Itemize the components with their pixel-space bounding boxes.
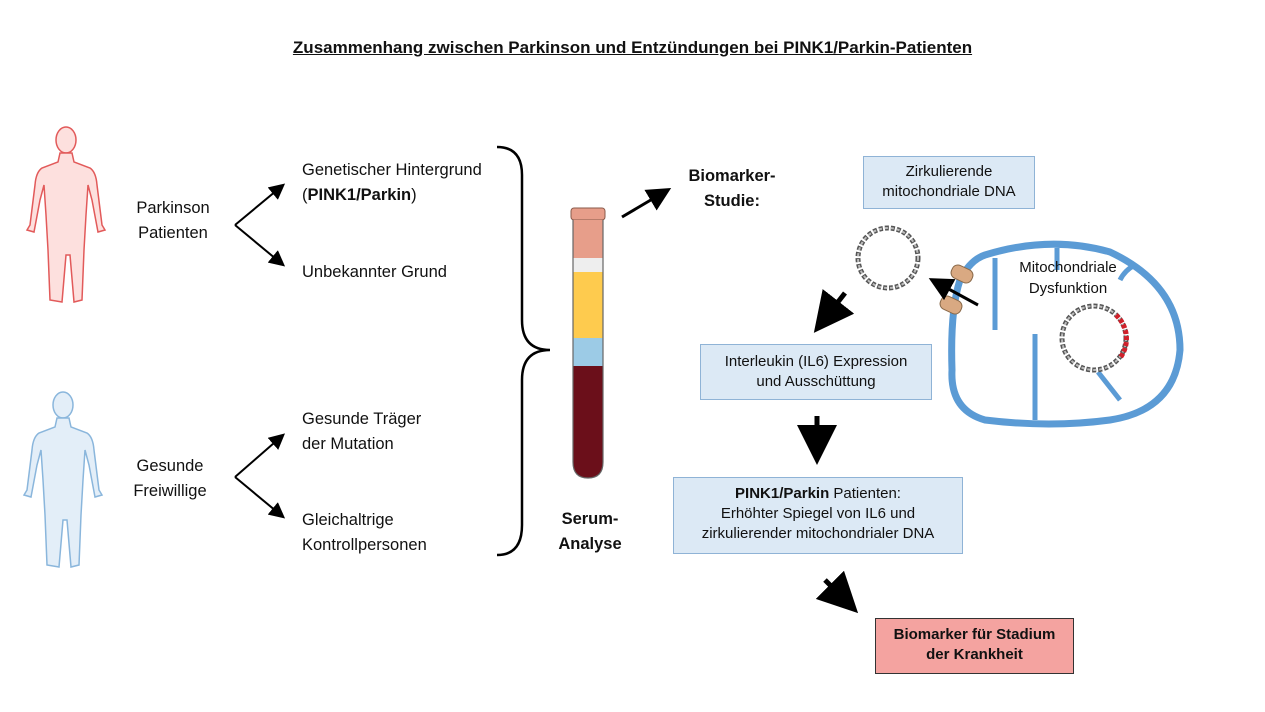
volunteers-label-line2: Freiwillige	[133, 482, 207, 500]
biomarker-study-label: Biomarker- Studie:	[672, 164, 792, 214]
genetic-paren-open: (	[302, 186, 308, 204]
diagram-title: Zusammenhang zwischen Parkinson und Entz…	[292, 38, 973, 57]
carriers-line2: der Mutation	[302, 435, 394, 453]
result-rest: Patienten:	[829, 485, 901, 502]
circulating-mtdna-box: Zirkulierende mitochondriale DNA	[863, 156, 1035, 209]
genetic-line1: Genetischer Hintergrund	[302, 161, 482, 179]
il6-box: Interleukin (IL6) Expression und Ausschü…	[700, 344, 932, 400]
arrow-to-carriers	[234, 433, 286, 478]
blood-tube-icon	[570, 207, 606, 479]
controls-label: Gleichaltrige Kontrollpersonen	[302, 508, 427, 558]
biomarker-line2: Studie:	[704, 192, 760, 210]
patient-figure-icon	[25, 126, 107, 303]
serum-line1: Serum-	[561, 510, 619, 528]
genetic-bold: PINK1/Parkin	[307, 186, 412, 204]
il6-line1: Interleukin (IL6) Expression	[724, 353, 908, 370]
controls-line1: Gleichaltrige	[302, 511, 394, 529]
mito-line2: Dysfunktion	[1028, 280, 1108, 297]
arrow-to-unknown	[234, 224, 286, 267]
mito-dysfunction-label: Mitochondriale Dysfunktion	[1002, 257, 1134, 299]
volunteers-label: Gesunde Freiwillige	[115, 454, 225, 504]
mitochondrial-dna-icon	[1059, 303, 1129, 373]
arrow-to-il6	[813, 289, 855, 333]
arrow-to-biomarker	[621, 187, 672, 219]
controls-line2: Kontrollpersonen	[302, 536, 427, 554]
branch-arrows	[234, 183, 286, 519]
arrow-to-controls	[234, 476, 286, 519]
genetic-paren-close: )	[411, 186, 417, 204]
volunteers-label-line1: Gesunde	[136, 457, 204, 475]
arrow-to-genetic	[234, 183, 286, 226]
patients-label: Parkinson Patienten	[118, 196, 228, 246]
serum-analysis-label: Serum- Analyse	[545, 507, 635, 557]
result-line3: zirkulierender mitochondrialer DNA	[701, 525, 935, 542]
il6-line2: und Ausschüttung	[756, 373, 876, 390]
mtdna-line1: Zirkulierende	[905, 163, 993, 180]
patients-label-line1: Parkinson	[136, 199, 210, 217]
mtdna-line2: mitochondriale DNA	[882, 183, 1016, 200]
circulating-dna-icon	[855, 225, 921, 291]
genetic-background-label: Genetischer Hintergrund (PINK1/Parkin)	[302, 158, 482, 208]
biomarker-line1: Biomarker-	[688, 167, 776, 185]
serum-line2: Analyse	[558, 535, 622, 553]
grouping-brace	[496, 145, 551, 557]
result-line2: Erhöhter Spiegel von IL6 und	[720, 505, 916, 522]
arrow-dna-release	[928, 278, 979, 307]
final-biomarker-box: Biomarker für Stadium der Krankheit	[875, 618, 1074, 674]
final-line1: Biomarker für Stadium	[893, 626, 1056, 643]
carriers-label: Gesunde Träger der Mutation	[302, 407, 421, 457]
patients-label-line2: Patienten	[138, 224, 208, 242]
carriers-line1: Gesunde Träger	[302, 410, 422, 428]
unknown-cause-label: Unbekannter Grund	[302, 263, 447, 281]
final-line2: der Krankheit	[926, 646, 1023, 663]
arrow-to-final	[815, 570, 859, 614]
volunteer-figure-icon	[22, 391, 104, 568]
mito-line1: Mitochondriale	[1019, 259, 1117, 276]
result-box: PINK1/Parkin Patienten: Erhöhter Spiegel…	[673, 477, 963, 554]
result-bold: PINK1/Parkin	[735, 485, 830, 502]
